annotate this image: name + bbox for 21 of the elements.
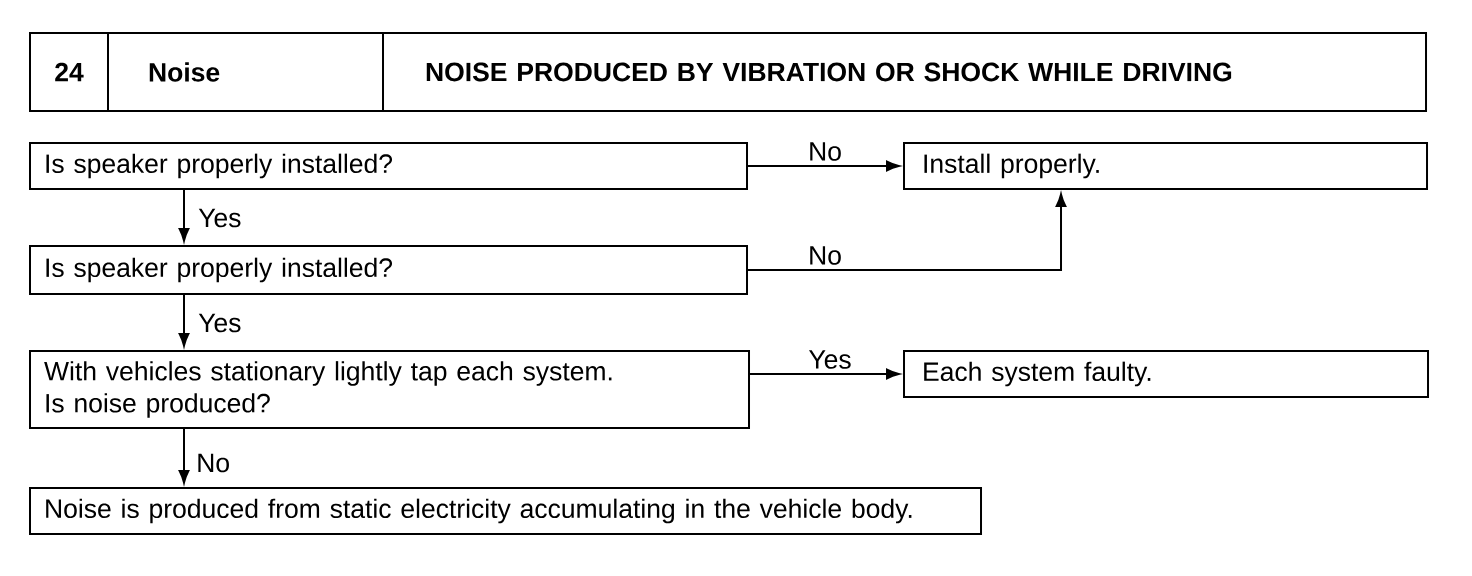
header-cell: Noise: [107, 32, 384, 112]
header-cell: 24: [29, 32, 109, 112]
edge-label: Yes: [197, 312, 243, 334]
arrow: [747, 193, 1067, 271]
edge-label: Yes: [807, 349, 853, 370]
header-cell: NOISE PRODUCED BY VIBRATION OR SHOCK WHILE DRIVING: [382, 32, 1427, 112]
question-box: Is speaker properly installed?: [29, 245, 748, 295]
action-box: Each system faulty.: [903, 350, 1429, 398]
result-box: Noise is produced from static electricity accumulating in the vehicle body.: [29, 487, 982, 535]
edge-label: No: [195, 452, 232, 474]
edge-label: No: [807, 141, 843, 162]
question-box: With vehicles stationary lightly tap each system. Is noise produced?: [29, 350, 750, 429]
edge-label: Yes: [197, 207, 243, 229]
arrow: [747, 160, 900, 172]
action-box: Install properly.: [903, 142, 1428, 190]
arrow: [749, 368, 900, 380]
arrow: [178, 294, 190, 347]
arrow: [178, 428, 190, 484]
question-box: Is speaker properly installed?: [29, 142, 748, 190]
edge-label: No: [807, 245, 843, 266]
arrow: [178, 189, 190, 242]
